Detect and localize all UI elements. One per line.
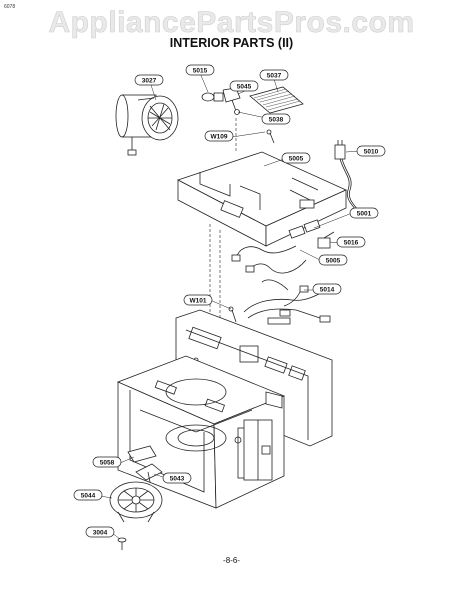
callout-5005-lower: 5005 — [318, 254, 348, 266]
callout-5001-text: 5001 — [357, 211, 372, 218]
callout-w101: W101 — [183, 294, 213, 306]
screw-3004 — [117, 537, 127, 550]
page-number: -8-6- — [223, 556, 240, 565]
power-cord — [334, 140, 359, 211]
callout-5037: 5037 — [259, 69, 289, 81]
callout-5016: 5016 — [336, 236, 366, 248]
callout-5015: 5015 — [185, 64, 215, 76]
callout-5045: 5045 — [229, 80, 259, 92]
callout-5010-text: 5010 — [364, 149, 379, 156]
callout-3027: 3027 — [134, 74, 164, 86]
callout-5010: 5010 — [356, 145, 386, 157]
callout-5044: 5044 — [73, 489, 103, 501]
switch-assembly — [288, 219, 335, 249]
callout-3004: 3004 — [85, 526, 115, 538]
callout-5005-lower-text: 5005 — [326, 258, 341, 265]
callout-3027-text: 3027 — [142, 78, 157, 85]
callout-5044-text: 5044 — [81, 493, 96, 500]
corner-mark: 6078 — [4, 4, 16, 10]
callout-5015-text: 5015 — [193, 68, 208, 75]
stirrer-coupler — [127, 445, 163, 483]
callout-w101-text: W101 — [190, 298, 207, 305]
filter-screen — [249, 86, 304, 114]
fan-motor-assembly — [115, 94, 179, 156]
callout-5005-upper-text: 5005 — [289, 156, 304, 163]
callout-5001: 5001 — [349, 207, 379, 219]
callout-5058: 5058 — [92, 456, 122, 468]
callout-labels: 3027 5015 5045 5037 5038 W109 — [73, 64, 386, 538]
callout-5038: 5038 — [261, 113, 291, 125]
screw-w109 — [266, 129, 275, 144]
screw-w101 — [228, 306, 237, 323]
callout-5016-text: 5016 — [344, 240, 359, 247]
diagram-title: INTERIOR PARTS (II) — [169, 36, 294, 50]
callout-5043: 5043 — [162, 472, 192, 484]
watermark: AppliancePartsPros.com — [48, 6, 415, 40]
callout-5037-text: 5037 — [267, 73, 282, 80]
stirrer-motor — [109, 481, 163, 523]
callout-3004-text: 3004 — [93, 530, 108, 537]
callout-5058-text: 5058 — [100, 460, 115, 467]
wire-harness — [231, 245, 331, 325]
callout-5038-text: 5038 — [269, 117, 284, 124]
callout-5045-text: 5045 — [237, 84, 252, 91]
callout-5043-text: 5043 — [170, 476, 185, 483]
upper-chassis-bracket — [176, 151, 347, 247]
callout-5014: 5014 — [312, 283, 342, 295]
callout-w109-text: W109 — [211, 134, 228, 141]
callout-w109: W109 — [204, 130, 234, 142]
lamp-assembly — [201, 87, 241, 115]
callout-5014-text: 5014 — [320, 287, 335, 294]
callout-5005-upper: 5005 — [281, 152, 311, 164]
